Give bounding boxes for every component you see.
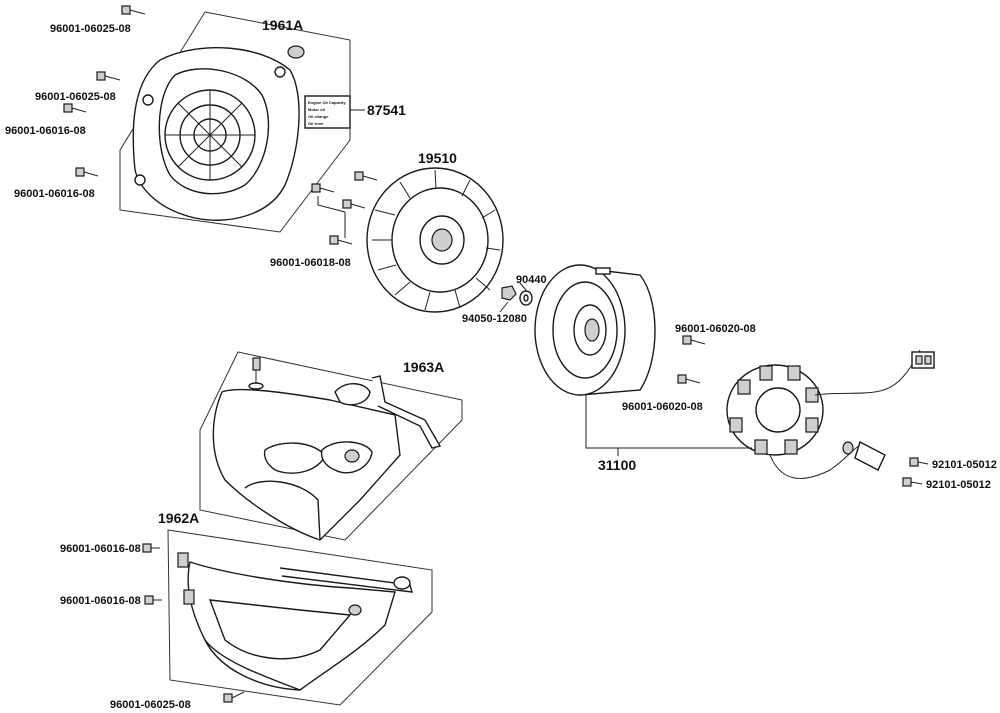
label-94050-12080: 94050-12080 <box>462 313 527 325</box>
label-screw-92101-05012-b: 92101-05012 <box>926 479 991 491</box>
label-bolt-96001-06016-08-d: 96001-06016-08 <box>60 595 141 607</box>
nut-part <box>501 285 517 301</box>
fan-cover-part <box>132 46 300 221</box>
decal-text-2: Motor oil <box>308 107 325 112</box>
group-frame-1961A <box>119 11 351 233</box>
decal-text-3: Oil change <box>308 114 329 119</box>
lower-cover-part <box>187 561 413 691</box>
bolt-part <box>142 543 160 553</box>
screw-part <box>902 457 929 487</box>
wire-harness-part <box>769 349 935 479</box>
label-1963A: 1963A <box>403 359 444 375</box>
group-frame-1963A <box>199 351 463 541</box>
label-bolt-96001-06025-08-top: 96001-06025-08 <box>50 23 131 35</box>
bolt-part <box>75 167 99 177</box>
bolt-part <box>144 595 162 605</box>
label-1961A: 1961A <box>262 17 303 33</box>
bolt-part <box>121 5 146 15</box>
bolt-part <box>223 691 245 703</box>
label-bolt-96001-06018-08: 96001-06018-08 <box>270 257 351 269</box>
bolt-part <box>96 71 121 81</box>
label-screw-92101-05012-a: 92101-05012 <box>932 459 997 471</box>
bolt-part <box>682 335 706 345</box>
label-bolt-96001-06016-08-b: 96001-06016-08 <box>14 188 95 200</box>
label-bolt-96001-06020-08-b: 96001-06020-08 <box>622 401 703 413</box>
label-31100: 31100 <box>598 457 636 473</box>
decal-text-4: Oil level <box>308 121 323 126</box>
clip-part <box>177 552 195 605</box>
label-19510: 19510 <box>418 150 457 166</box>
bolt-part <box>677 374 701 384</box>
label-bolt-96001-06025-08: 96001-06025-08 <box>35 91 116 103</box>
cooling-fan-part <box>366 167 504 313</box>
label-87541: 87541 <box>367 102 406 118</box>
label-bolt-96001-06016-08-c: 96001-06016-08 <box>60 543 141 555</box>
label-bolt-96001-06025-08-bottom: 96001-06025-08 <box>110 699 191 711</box>
flywheel-rotor-part <box>534 264 656 396</box>
bolt-part <box>63 103 87 113</box>
decal-text-1: Engine Oil Capacity <box>308 100 346 105</box>
gasket-part <box>334 383 371 406</box>
engine-shroud-part <box>212 388 401 541</box>
washer-part <box>519 290 533 306</box>
label-bolt-96001-06020-08-a: 96001-06020-08 <box>675 323 756 335</box>
seal-strip-part <box>371 375 442 449</box>
label-bolt-96001-06016-08-a: 96001-06016-08 <box>5 125 86 137</box>
label-1962A: 1962A <box>158 510 199 526</box>
stator-coil-part <box>726 364 824 456</box>
grommet-part <box>287 45 305 59</box>
label-90440: 90440 <box>516 274 547 286</box>
clip-part <box>248 357 264 390</box>
bolt-part <box>311 171 378 245</box>
oil-capacity-decal: Engine Oil Capacity Motor oil Oil change… <box>304 95 351 129</box>
group-frame-1962A <box>167 529 433 706</box>
